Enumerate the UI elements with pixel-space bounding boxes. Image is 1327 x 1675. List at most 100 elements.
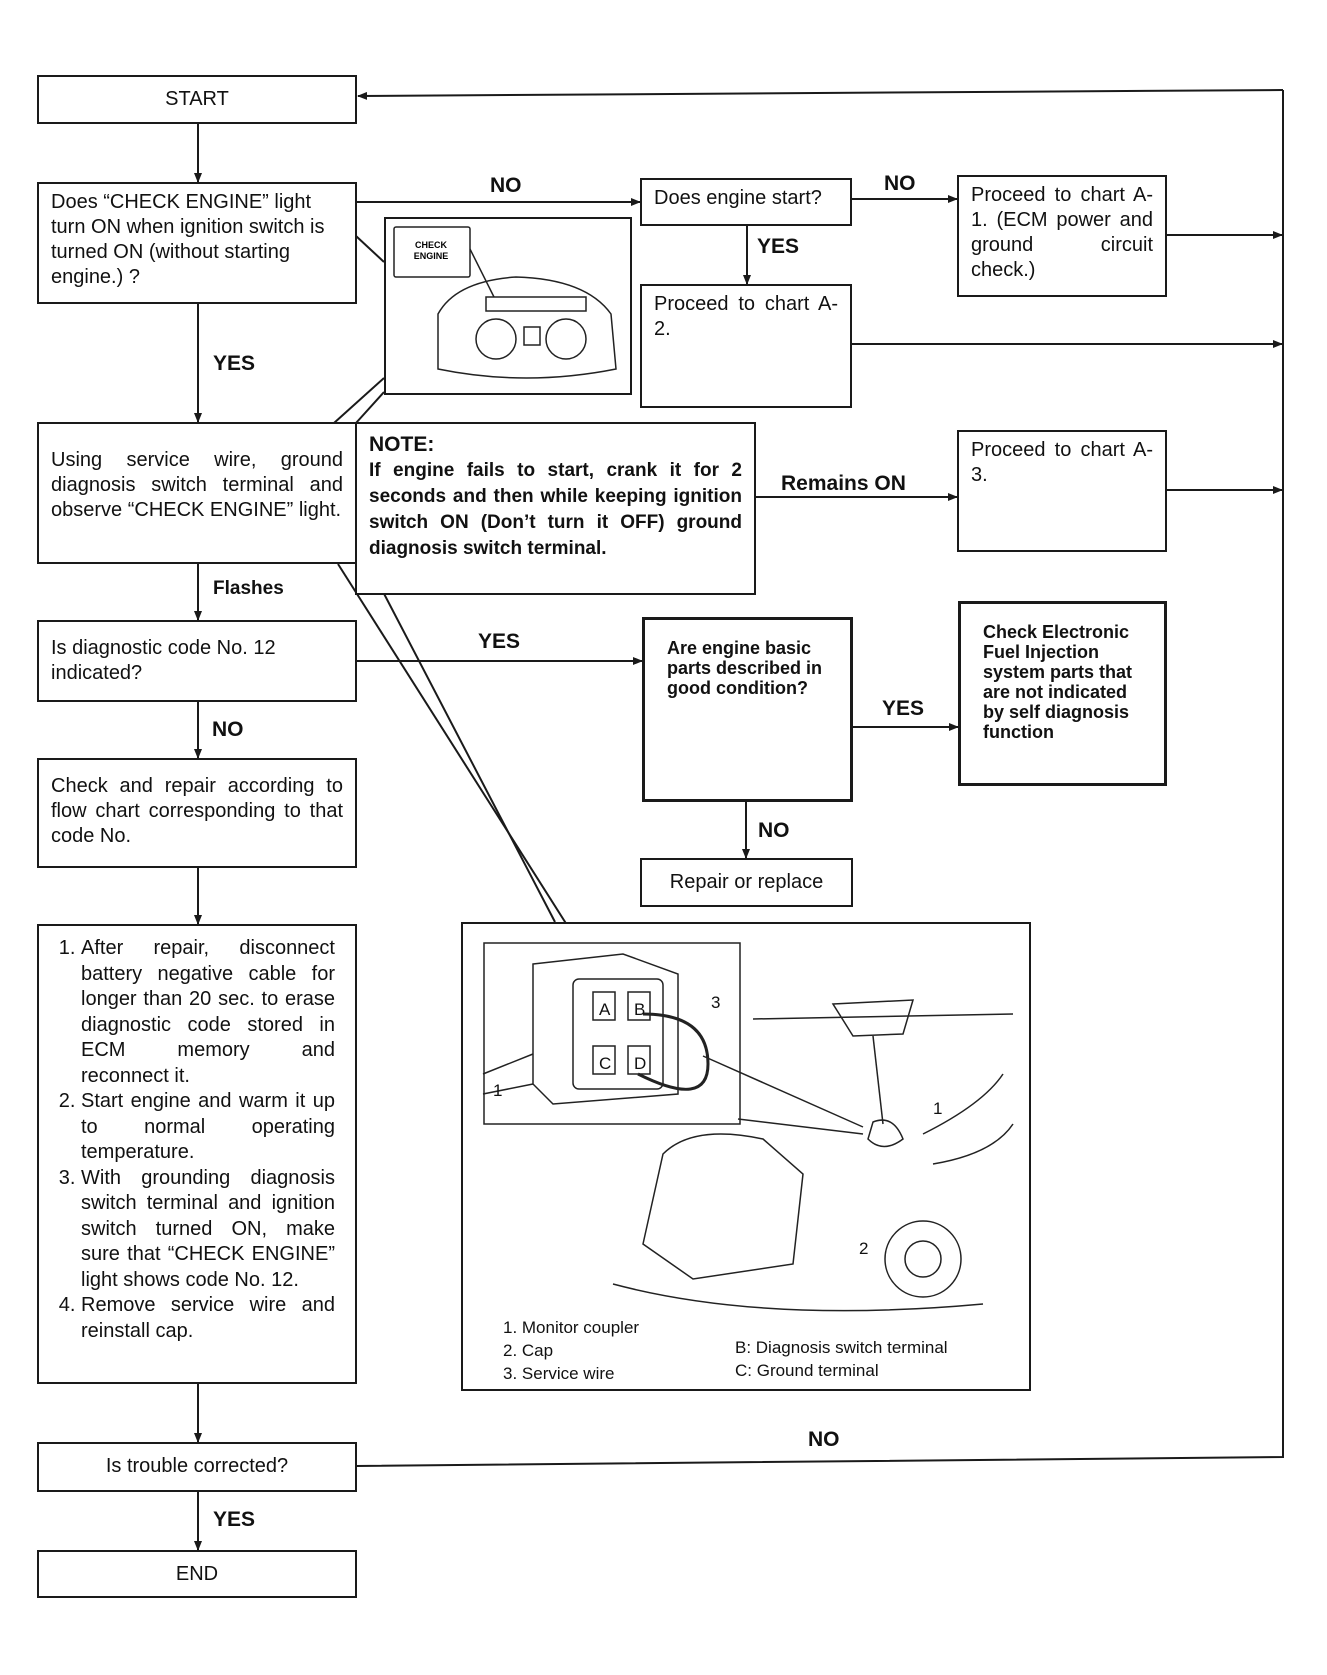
after-repair-steps-box: After repair, disconnect battery negativ… <box>37 924 357 1384</box>
chart-a3-text: Proceed to chart A-3. <box>971 439 1153 486</box>
monitor-coupler-figure: A B C D 1 3 1 2 1. Monitor coupler 2. Ca… <box>461 922 1031 1391</box>
terminal-a-label: A <box>599 1000 611 1019</box>
center-gauge <box>523 326 541 346</box>
check-lamp-text-1: CHECK <box>415 240 448 250</box>
terminal-a-socket <box>592 991 616 1021</box>
note-text: If engine fails to start, crank it for 2… <box>369 460 742 559</box>
warning-lamp-row <box>485 296 587 312</box>
terminal-b-label: B <box>634 1000 645 1019</box>
check-engine-lamp-inset <box>393 226 471 278</box>
legend-item: 2. Cap <box>503 1341 554 1360</box>
engine-component-block <box>642 1133 804 1280</box>
inset-leader-line <box>469 248 495 298</box>
service-wire-text: Using service wire, ground diagnosis swi… <box>51 449 343 521</box>
chart-a1-box: Proceed to chart A-1. (ECM power and gro… <box>957 175 1167 297</box>
engine-callout-2: 2 <box>859 1239 868 1258</box>
after-repair-steps-list: After repair, disconnect battery negativ… <box>53 936 335 1344</box>
label-basic-parts-no: NO <box>758 819 790 842</box>
inset-pointer-line-1 <box>702 1055 864 1128</box>
start-box: START <box>37 75 357 124</box>
cap-inner-ring <box>904 1240 942 1278</box>
label-corrected-yes: YES <box>213 1508 256 1531</box>
leader-line-dash-1 <box>355 235 385 263</box>
figure-legend-right: B: Diagnosis switch terminal C: Ground t… <box>735 1336 948 1382</box>
terminal-d-label: D <box>634 1054 646 1073</box>
bracket-rod <box>872 1035 884 1125</box>
step-item: Remove service wire and reinstall cap. <box>81 1293 335 1344</box>
step-item: After repair, disconnect battery negativ… <box>81 936 335 1089</box>
legend-item: B: Diagnosis switch terminal <box>735 1338 948 1357</box>
figure-legend-left: 1. Monitor coupler 2. Cap 3. Service wir… <box>503 1316 639 1385</box>
label-flashes: Flashes <box>213 578 284 599</box>
leader-line-dash-3 <box>355 391 385 424</box>
chart-a2-text: Proceed to chart A-2. <box>654 293 838 340</box>
code12-question-box: Is diagnostic code No. 12 indicated? <box>37 620 357 702</box>
leader-line-coupler-2 <box>379 585 556 923</box>
loop-right-line <box>355 90 1284 1467</box>
repair-replace-box: Repair or replace <box>640 858 853 907</box>
basic-parts-question-box: Are engine basic parts described in good… <box>642 617 853 802</box>
chart-a2-box: Proceed to chart A-2. <box>640 284 852 408</box>
engine-callout-1: 1 <box>933 1099 942 1118</box>
check-repair-text: Check and repair according to flow chart… <box>51 775 343 847</box>
coupler-harness <box>482 1053 534 1095</box>
coupler-face <box>572 978 664 1090</box>
note-box: NOTE: If engine fails to start, crank it… <box>355 422 756 595</box>
chart-a1-text: Proceed to chart A-1. (ECM power and gro… <box>971 184 1153 281</box>
step-item: With grounding diagnosis switch terminal… <box>81 1166 335 1294</box>
trouble-corrected-question-box: Is trouble corrected? <box>37 1442 357 1492</box>
label-engine-start-no: NO <box>884 172 916 195</box>
legend-item: C: Ground terminal <box>735 1361 879 1380</box>
check-lamp-text-2: ENGINE <box>414 251 449 261</box>
trouble-corrected-question-text: Is trouble corrected? <box>105 1455 289 1477</box>
engine-start-question-text: Does engine start? <box>654 187 822 209</box>
coupler-callout-1: 1 <box>493 1081 502 1100</box>
start-label: START <box>165 88 229 110</box>
leader-line-dash-2 <box>333 377 385 424</box>
check-engine-question-text: Does “CHECK ENGINE” light turn ON when i… <box>51 191 325 288</box>
service-wire-loop <box>637 1012 710 1091</box>
terminal-c-socket <box>592 1045 616 1075</box>
check-efi-text: Check Electronic Fuel Injection system p… <box>983 622 1133 742</box>
check-repair-box: Check and repair according to flow chart… <box>37 758 357 868</box>
coupler-inset-frame <box>483 942 741 1125</box>
inset-pointer-line-2 <box>737 1118 864 1135</box>
terminal-b-socket <box>627 991 651 1021</box>
terminal-c-label: C <box>599 1054 611 1073</box>
bracket-part <box>831 999 915 1037</box>
legend-item: 3. Service wire <box>503 1364 615 1383</box>
coupler-illustration: A B C D 1 3 1 2 <box>482 942 1014 1312</box>
dashboard-illustration: CHECK ENGINE <box>393 226 617 379</box>
engine-contour <box>612 1283 984 1312</box>
repair-replace-text: Repair or replace <box>669 871 824 893</box>
end-label: END <box>175 1563 219 1585</box>
arrow-loop-to-start <box>357 89 1284 100</box>
body-panel-line <box>752 1013 1014 1020</box>
label-code12-no: NO <box>212 718 244 741</box>
label-corrected-no: NO <box>808 1428 840 1451</box>
legend-item: 1. Monitor coupler <box>503 1318 640 1337</box>
check-efi-box: Check Electronic Fuel Injection system p… <box>958 601 1167 786</box>
end-box: END <box>37 1550 357 1598</box>
dashboard-figure: CHECK ENGINE <box>384 217 632 395</box>
label-engine-start-yes: YES <box>757 235 800 258</box>
tachometer-gauge <box>545 318 587 360</box>
label-q1-no: NO <box>490 174 522 197</box>
label-q1-yes: YES <box>213 352 256 375</box>
chart-a3-box: Proceed to chart A-3. <box>957 430 1167 552</box>
code12-question-text: Is diagnostic code No. 12 indicated? <box>51 637 276 684</box>
label-basic-parts-yes: YES <box>882 697 925 720</box>
monitor-coupler-part <box>867 1119 904 1148</box>
note-title: NOTE: <box>369 433 435 456</box>
service-wire-box: Using service wire, ground diagnosis swi… <box>37 422 357 564</box>
coupler-callout-3: 3 <box>711 993 720 1012</box>
label-remains-on: Remains ON <box>781 472 906 495</box>
engine-start-question-box: Does engine start? <box>640 178 852 226</box>
instrument-cluster <box>437 276 617 379</box>
step-item: Start engine and warm it up to normal op… <box>81 1089 335 1166</box>
check-engine-question-box: Does “CHECK ENGINE” light turn ON when i… <box>37 182 357 304</box>
label-code12-yes: YES <box>478 630 521 653</box>
leader-line-coupler-1 <box>337 563 568 926</box>
speedometer-gauge <box>475 318 517 360</box>
